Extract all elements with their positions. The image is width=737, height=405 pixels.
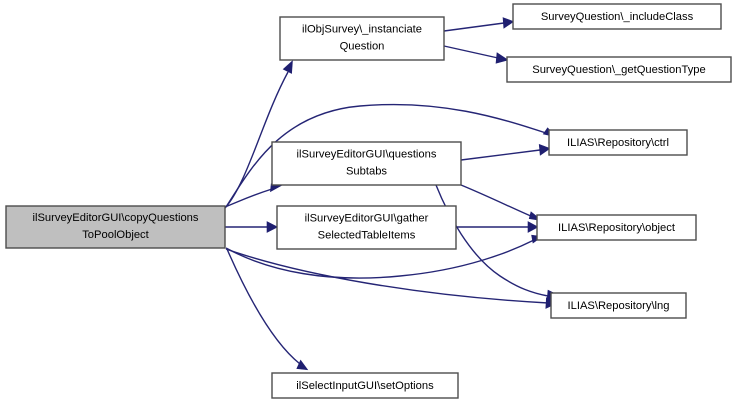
edge-instanciatequestion-to-getquestiontype: [443, 45, 509, 64]
node-getquestiontype[interactable]: SurveyQuestion\_getQuestionType: [506, 56, 732, 83]
node-copyquestionstopoolobject[interactable]: ilSurveyEditorGUI\copyQuestions ToPoolOb…: [5, 205, 226, 249]
node-label-setoptions: ilSelectInputGUI\setOptions: [296, 380, 434, 392]
node-instanciatequestion[interactable]: ilObjSurvey\_instanciate Question: [279, 16, 445, 61]
node-object[interactable]: ILIAS\Repository\object: [536, 214, 697, 241]
node-gatherselectedtableitems[interactable]: ilSurveyEditorGUI\gather SelectedTableIt…: [276, 205, 457, 250]
node-box-instanciatequestion[interactable]: [279, 16, 445, 61]
node-box-getquestiontype[interactable]: [506, 56, 732, 83]
node-layer: ilSurveyEditorGUI\copyQuestions ToPoolOb…: [5, 3, 732, 399]
node-box-questionssubtabs[interactable]: [271, 141, 462, 186]
node-box-lng[interactable]: [550, 292, 687, 319]
node-label-getquestiontype: SurveyQuestion\_getQuestionType: [532, 64, 706, 76]
edge-instanciatequestion-to-includeclass: [443, 17, 515, 32]
node-label-questionssubtabs-line1: ilSurveyEditorGUI\questions: [297, 148, 437, 160]
edge-copyquestionstopoolobject-to-questionssubtabs: [224, 183, 282, 208]
node-lng[interactable]: ILIAS\Repository\lng: [550, 292, 687, 319]
node-label-copyquestionstopoolobject-line2: ToPoolObject: [82, 229, 149, 241]
node-label-questionssubtabs-line2: Subtabs: [346, 165, 387, 177]
node-includeclass[interactable]: SurveyQuestion\_includeClass: [512, 3, 722, 30]
edge-layer: [224, 17, 559, 371]
node-label-copyquestionstopoolobject-line1: ilSurveyEditorGUI\copyQuestions: [32, 212, 198, 224]
edge-gatherselectedtableitems-to-object: [456, 221, 539, 233]
node-label-object: ILIAS\Repository\object: [558, 222, 676, 234]
node-label-gatherselectedtableitems-line2: SelectedTableItems: [318, 229, 416, 241]
node-label-instanciatequestion-line2: Question: [340, 40, 385, 52]
node-label-ctrl: ILIAS\Repository\ctrl: [567, 137, 669, 149]
node-box-ctrl[interactable]: [548, 129, 688, 156]
edge-copyquestionstopoolobject-to-setoptions: [226, 248, 309, 371]
edge-copyquestionstopoolobject-to-gatherselectedtableitems: [225, 221, 279, 233]
node-label-lng: ILIAS\Repository\lng: [568, 300, 670, 312]
node-questionssubtabs[interactable]: ilSurveyEditorGUI\questions Subtabs: [271, 141, 462, 186]
node-box-gatherselectedtableitems[interactable]: [276, 205, 457, 250]
node-box-includeclass[interactable]: [512, 3, 722, 30]
node-label-instanciatequestion-line1: ilObjSurvey\_instanciate: [302, 23, 422, 35]
node-box-object[interactable]: [536, 214, 697, 241]
node-box-setoptions[interactable]: [271, 372, 459, 399]
node-setoptions[interactable]: ilSelectInputGUI\setOptions: [271, 372, 459, 399]
node-ctrl[interactable]: ILIAS\Repository\ctrl: [548, 129, 688, 156]
edge-questionssubtabs-to-ctrl: [460, 143, 551, 161]
node-label-includeclass: SurveyQuestion\_includeClass: [541, 11, 694, 23]
node-label-gatherselectedtableitems-line1: ilSurveyEditorGUI\gather: [305, 212, 429, 224]
node-box-copyquestionstopoolobject[interactable]: [5, 205, 226, 249]
